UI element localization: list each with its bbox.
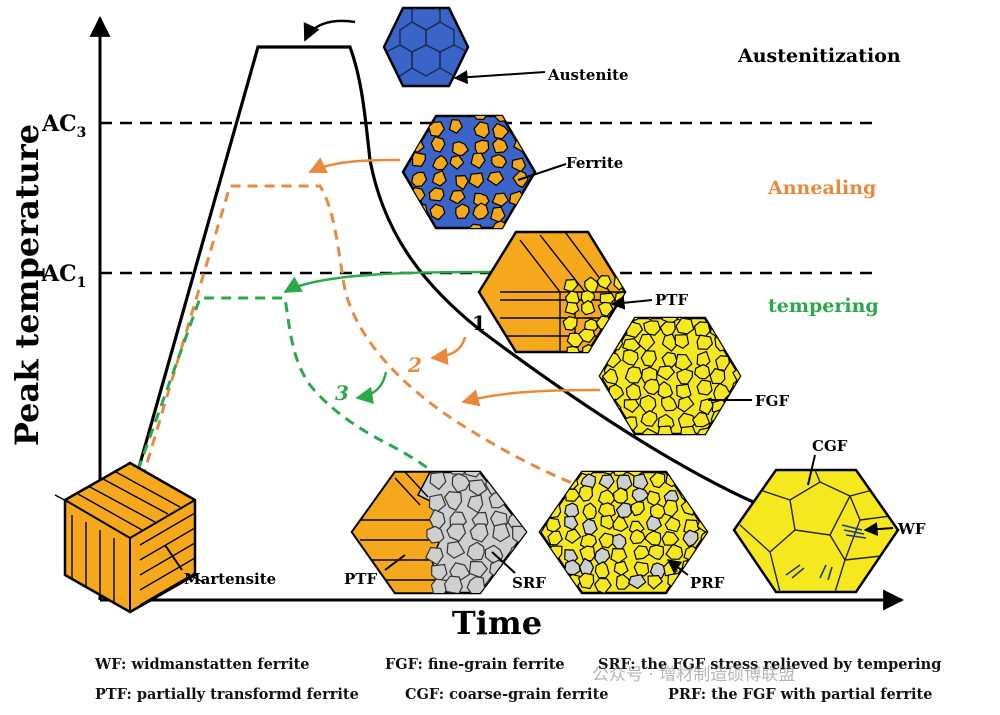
- ac3-label: AC3: [41, 111, 86, 141]
- ptf-upper-label: PTF: [655, 291, 688, 309]
- annealing-curve: [116, 184, 591, 561]
- wf-pointer: [863, 522, 894, 537]
- process2-arrow: [430, 336, 467, 366]
- cgf-label: CGF: [812, 437, 848, 455]
- ac1-label: AC1: [41, 261, 86, 291]
- process3-arrow: [355, 371, 388, 405]
- annealing-title: Annealing: [767, 177, 876, 199]
- ptf-srf-hexagon: [350, 470, 528, 595]
- legend-ptf: PTF: partially transformd ferrite: [95, 686, 359, 703]
- martensite-pointer: [164, 544, 183, 571]
- austenitization-title: Austenitization: [737, 45, 901, 67]
- tempering-arrow: [283, 270, 501, 294]
- srf-pointer: [491, 551, 516, 574]
- fgf-label: FGF: [755, 392, 789, 410]
- curve-number-2: 2: [407, 353, 422, 377]
- ferrite-hexagon: [401, 114, 537, 230]
- cgf-hexagon: [732, 468, 900, 594]
- fgf-hexagon: [598, 316, 742, 436]
- austenite-arrow: [303, 19, 356, 42]
- legend-prf: PRF: the FGF with partial ferrite: [668, 686, 933, 703]
- x-axis-label: Time: [452, 604, 542, 642]
- ferrite-label: Ferrite: [566, 154, 623, 172]
- tempering-title: tempering: [768, 295, 879, 317]
- curve-number-3: 3: [335, 381, 349, 405]
- legend-wf: WF: widmanstatten ferrite: [95, 656, 310, 673]
- annealing-arrow: [308, 157, 401, 174]
- legend-cgf: CGF: coarse-grain ferrite: [405, 686, 609, 703]
- cgf-pointer: [807, 454, 816, 486]
- watermark: 公众号 · 增材制造硕博联盟: [592, 665, 796, 685]
- ptf-upper-pointer: [610, 295, 653, 310]
- tempering-curve: [136, 296, 431, 472]
- wf-label: WF: [897, 520, 926, 538]
- fgf-arrow: [461, 388, 601, 407]
- prf-hexagon: [538, 470, 709, 595]
- legend-fgf: FGF: fine-grain ferrite: [385, 656, 565, 673]
- ptf-lower-pointer: [384, 554, 406, 571]
- srf-label: SRF: [512, 574, 546, 592]
- prf-label: PRF: [690, 574, 725, 592]
- ferrite-pointer: [517, 163, 567, 181]
- ptf-upper-hexagon: [477, 230, 627, 354]
- legend-srf: SRF: the FGF stress relieved by temperin…: [598, 656, 942, 673]
- austenitization-curve: [100, 45, 761, 599]
- ptf-lower-label: PTF: [344, 570, 377, 588]
- martensite-label: Martensite: [184, 570, 276, 588]
- curve-number-1: 1: [472, 311, 486, 335]
- prf-pointer: [666, 559, 689, 576]
- austenite-label: Austenite: [547, 66, 629, 84]
- austenite-hexagon: [382, 6, 470, 88]
- austenite-pointer: [453, 70, 546, 85]
- y-axis-label: Peak temperature: [8, 124, 46, 446]
- martensite-cube: [54, 461, 206, 614]
